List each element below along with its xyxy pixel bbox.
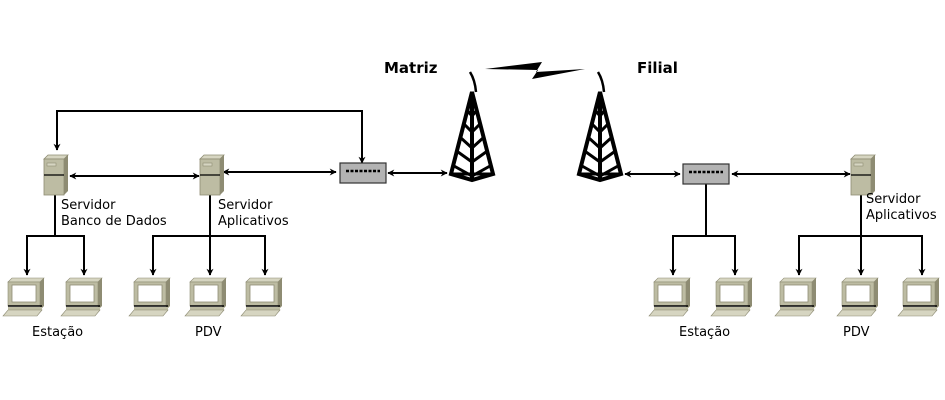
pc-pdv-filial-3[interactable] — [897, 277, 940, 317]
server-app-filial-icon[interactable] — [850, 154, 876, 196]
link-app-pdv-1-filial — [795, 235, 861, 276]
pc-pdv-filial-2[interactable] — [836, 277, 879, 317]
matriz-links — [23, 110, 448, 276]
label-server-app-matriz: Servidor Aplicativos — [218, 198, 289, 230]
label-line-1: Servidor — [218, 198, 273, 213]
site-title-filial: Filial — [637, 59, 678, 77]
label-line-2: Banco de Dados — [61, 214, 167, 229]
label-group-pdv-matriz: PDV — [195, 325, 222, 340]
label-line-1: Servidor — [61, 198, 116, 213]
label-group-pdv-filial: PDV — [843, 325, 870, 340]
link-db-estacao-1 — [23, 235, 55, 276]
label-group-estacao-filial: Estação — [679, 325, 731, 340]
pc-estacao-matriz-1[interactable] — [2, 277, 45, 317]
pc-estacao-matriz-2[interactable] — [60, 277, 103, 317]
label-server-db-matriz: Servidor Banco de Dados — [61, 198, 167, 230]
pc-pdv-matriz-1[interactable] — [128, 277, 171, 317]
link-db-estacao-2 — [55, 235, 88, 276]
link-app-pdv-3 — [210, 235, 269, 276]
link-switch-estacao-2 — [706, 235, 739, 276]
switch-matriz-icon[interactable] — [338, 161, 388, 185]
label-group-estacao-matriz: Estação — [32, 325, 84, 340]
switch-filial-icon[interactable] — [681, 162, 731, 186]
filial-links — [624, 170, 926, 276]
label-server-app-filial: Servidor Aplicativos — [866, 192, 937, 224]
pc-pdv-filial-1[interactable] — [774, 277, 817, 317]
link-switch-estacao-1 — [669, 235, 706, 276]
label-line-1: Servidor — [866, 192, 921, 207]
pc-pdv-matriz-2[interactable] — [184, 277, 227, 317]
label-line-2: Aplicativos — [866, 208, 937, 223]
tower-filial-icon — [577, 70, 623, 182]
wireless-link-icon — [485, 62, 585, 79]
label-line-2: Aplicativos — [218, 214, 289, 229]
pc-pdv-matriz-3[interactable] — [240, 277, 283, 317]
server-app-matriz-icon[interactable] — [199, 154, 225, 196]
pc-estacao-filial-2[interactable] — [710, 277, 753, 317]
pc-estacao-filial-1[interactable] — [648, 277, 691, 317]
link-app-pdv-1 — [149, 235, 210, 276]
link-switch-db — [53, 110, 366, 164]
server-db-matriz-icon[interactable] — [43, 154, 69, 196]
site-title-matriz: Matriz — [384, 59, 438, 77]
link-app-pdv-3-filial — [861, 235, 926, 276]
tower-matriz-icon — [449, 70, 495, 182]
